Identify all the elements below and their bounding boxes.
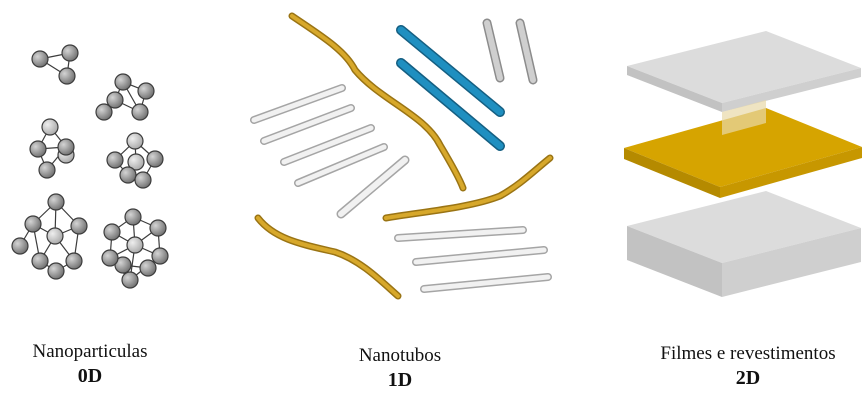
films-2d-illustration — [624, 31, 862, 297]
gray-film-sheet — [627, 191, 861, 297]
nanoparticle-cluster — [12, 194, 87, 279]
gold-nanowire — [386, 158, 550, 218]
panel-dimension: 2D — [628, 365, 868, 391]
nanoparticle-cluster — [96, 74, 154, 120]
nanoparticles-0d-illustration — [12, 45, 168, 288]
white-nanotube — [341, 160, 405, 214]
nanoparticle-cluster — [107, 133, 163, 188]
nanoparticle-cluster — [32, 45, 78, 84]
panel-title: Filmes e revestimentos — [628, 343, 868, 365]
white-nanotube — [424, 277, 548, 289]
gold-nanowire — [258, 218, 398, 296]
caption-nanotubes: Nanotubos 1D — [300, 345, 500, 393]
white-nanotube — [398, 230, 523, 238]
caption-nanoparticles: Nanoparticulas 0D — [0, 341, 180, 389]
white-nanotube — [416, 250, 544, 262]
nanoparticle-cluster — [30, 119, 74, 178]
panel-dimension: 1D — [300, 367, 500, 393]
caption-films: Filmes e revestimentos 2D — [628, 343, 868, 391]
panel-title: Nanoparticulas — [0, 341, 180, 363]
panel-title: Nanotubos — [300, 345, 500, 367]
gray-film-sheet — [627, 31, 861, 112]
nanotubes-1d-illustration — [254, 16, 550, 296]
panel-dimension: 0D — [0, 363, 180, 389]
gray-nanorod — [487, 23, 500, 78]
gray-nanorod — [520, 23, 533, 80]
nanoparticle-cluster — [102, 209, 168, 288]
gold-nanowire — [292, 16, 463, 188]
